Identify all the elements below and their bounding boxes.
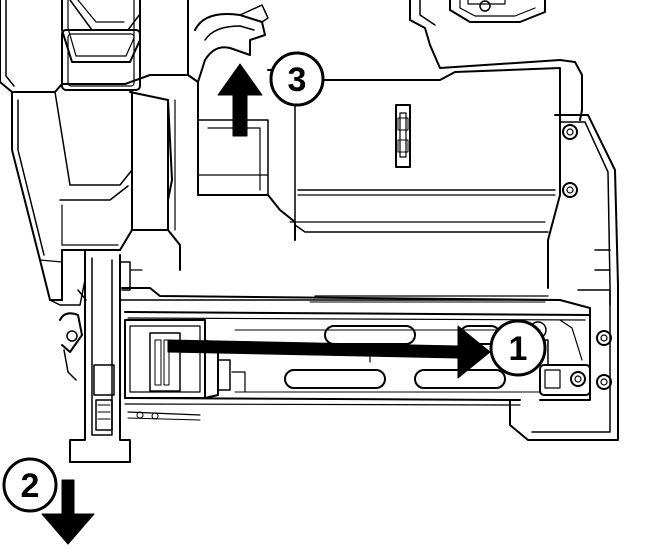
callout-3-label: 3 bbox=[288, 61, 307, 99]
motor-housing bbox=[0, 0, 189, 93]
arrow-1 bbox=[167, 325, 491, 379]
center-column bbox=[167, 0, 296, 271]
right-frame bbox=[509, 114, 619, 441]
belt-hook bbox=[194, 4, 269, 83]
arrow-2 bbox=[41, 479, 95, 545]
callout-2-label: 2 bbox=[21, 467, 40, 505]
magazine-rail bbox=[119, 287, 591, 406]
depth-lever bbox=[59, 251, 201, 463]
callout-1: 1 bbox=[489, 319, 547, 377]
magazine-housing bbox=[267, 0, 583, 289]
pusher-block bbox=[124, 319, 246, 399]
arrow-3 bbox=[217, 63, 263, 137]
callout-1-label: 1 bbox=[509, 330, 528, 368]
callout-2: 2 bbox=[2, 457, 58, 513]
callout-3: 3 bbox=[269, 51, 325, 107]
